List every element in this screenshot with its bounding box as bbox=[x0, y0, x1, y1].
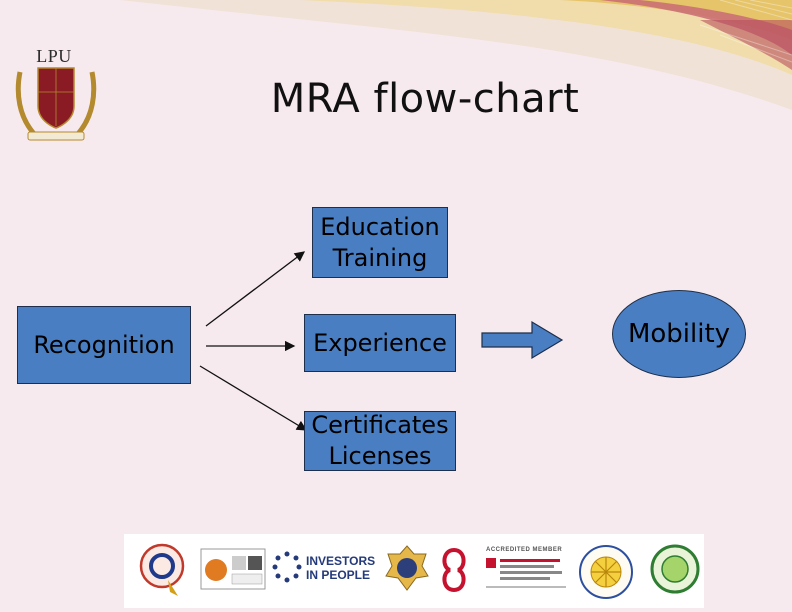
page-title: MRA flow-chart bbox=[270, 76, 580, 122]
recognition-label: Recognition bbox=[33, 330, 175, 359]
accredited-member-text: ACCREDITED MEMBER bbox=[486, 547, 563, 553]
accredited-member-logo-icon bbox=[486, 558, 566, 588]
education-training-box: Education Training bbox=[312, 207, 448, 278]
mobility-label: Mobility bbox=[627, 319, 731, 349]
lpu-crest-icon bbox=[15, 67, 97, 141]
investors-line2: IN PEOPLE bbox=[306, 568, 371, 582]
mobility-ellipse: Mobility bbox=[612, 290, 746, 378]
experience-label: Experience bbox=[313, 328, 447, 357]
arrow-to-education bbox=[205, 251, 306, 327]
licenses-label: Licenses bbox=[328, 442, 432, 470]
recognition-box: Recognition bbox=[17, 306, 191, 384]
government-seal-logo-icon bbox=[579, 545, 633, 599]
certificates-label: Certificates bbox=[311, 411, 449, 439]
red-emblem-logo-icon bbox=[442, 548, 466, 592]
certificates-licenses-box: Certificates Licenses bbox=[304, 411, 456, 471]
arrow-to-certificates bbox=[199, 365, 308, 431]
circle-seal-logo-icon bbox=[139, 543, 185, 596]
association-seal-logo-icon bbox=[385, 545, 429, 591]
lpu-logo-text: LPU bbox=[36, 46, 72, 66]
green-seal-logo-icon bbox=[650, 544, 700, 594]
investors-line1: INVESTORS bbox=[306, 554, 376, 568]
investors-in-people-icon bbox=[272, 551, 302, 583]
block-arrow-to-mobility bbox=[481, 320, 564, 360]
investors-in-people-text: INVESTORS IN PEOPLE bbox=[306, 554, 375, 582]
education-label: Education bbox=[320, 212, 440, 241]
experience-box: Experience bbox=[304, 314, 456, 372]
iso-certification-logo-icon bbox=[200, 548, 266, 590]
training-label: Training bbox=[332, 243, 428, 272]
